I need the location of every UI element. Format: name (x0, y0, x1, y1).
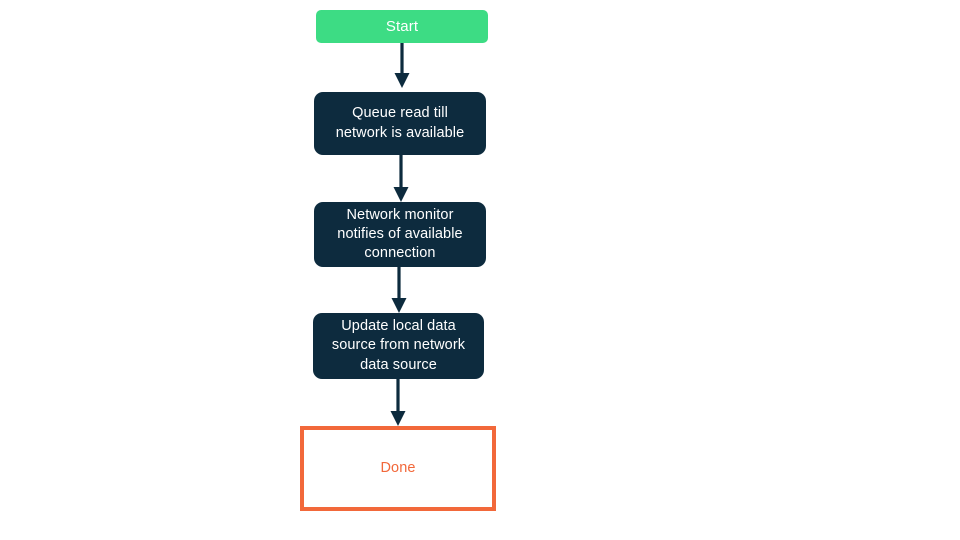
flowchart-node-queue-read[interactable]: Queue read till network is available (314, 92, 486, 155)
flowchart-node-label: Start (385, 17, 419, 35)
flowchart-node-label: Done (380, 459, 416, 476)
flowchart-node-label: Update local data source from network da… (331, 318, 466, 373)
flowchart-node-start[interactable]: Start (316, 10, 488, 43)
flowchart-edge-update-local-to-done (387, 379, 409, 426)
flowchart-edge-queue-read-to-network-monitor (390, 155, 412, 202)
flowchart-edge-start-to-queue-read (391, 43, 413, 88)
flowchart-node-label: Queue read till network is available (335, 105, 465, 141)
flowchart-node-done[interactable]: Done (300, 426, 496, 511)
flowchart-node-label: Network monitor notifies of available co… (337, 206, 463, 262)
flowchart-node-update-local[interactable]: Update local data source from network da… (313, 313, 484, 379)
flowchart-edge-network-monitor-to-update-local (388, 267, 410, 313)
flowchart-node-network-monitor[interactable]: Network monitor notifies of available co… (314, 202, 486, 267)
